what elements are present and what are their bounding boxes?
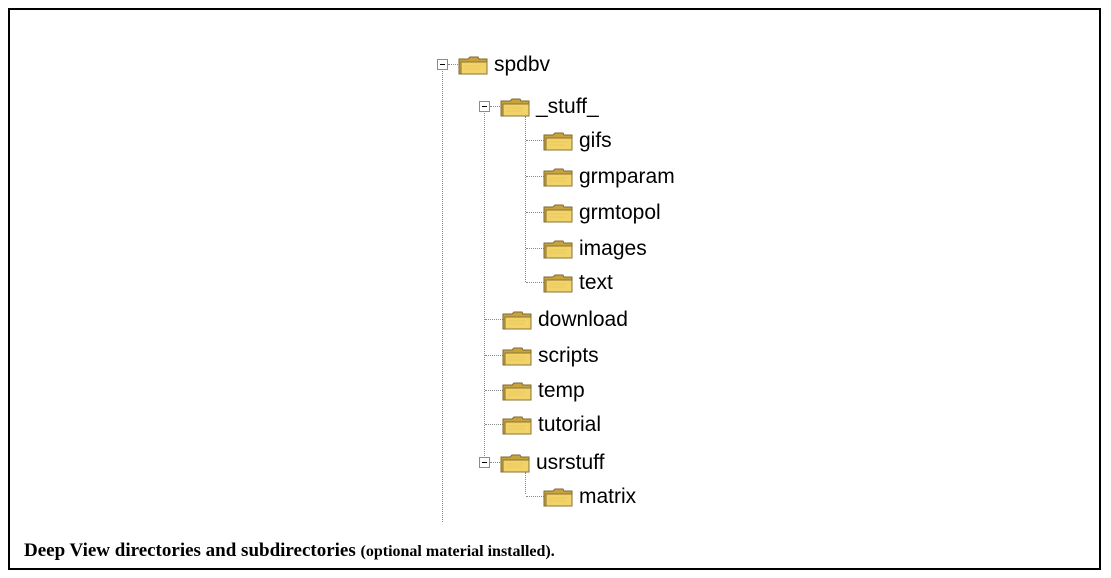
- tree-node-images[interactable]: images: [543, 238, 647, 260]
- folder-icon: [500, 454, 530, 473]
- folder-icon: [502, 347, 532, 366]
- tree-connector-h: [485, 319, 503, 320]
- tree-node-stuff[interactable]: _stuff_: [500, 96, 599, 118]
- tree-node-label: gifs: [579, 129, 612, 152]
- folder-icon: [502, 416, 532, 435]
- folder-icon: [543, 168, 573, 187]
- tree-connector-h: [526, 248, 544, 249]
- tree-node-grmparam[interactable]: grmparam: [543, 166, 675, 188]
- tree-connector-h: [485, 390, 503, 391]
- tree-node-label: grmtopol: [579, 201, 661, 224]
- tree-node-spdbv[interactable]: spdbv: [458, 54, 550, 76]
- tree-connector-h: [485, 355, 503, 356]
- tree-node-label: matrix: [579, 485, 637, 508]
- tree-node-label: spdbv: [494, 53, 551, 76]
- tree-connector-h: [526, 496, 544, 497]
- tree-connector-h: [526, 212, 544, 213]
- collapse-toggle-spdbv[interactable]: [437, 59, 448, 70]
- tree-node-tutorial[interactable]: tutorial: [502, 414, 601, 436]
- tree-node-matrix[interactable]: matrix: [543, 486, 636, 508]
- tree-connector-h: [526, 176, 544, 177]
- tree-node-label: text: [579, 271, 613, 294]
- folder-icon: [502, 311, 532, 330]
- tree-connector-root: [442, 66, 443, 522]
- folder-icon: [500, 98, 530, 117]
- directory-tree: spdbv _stuff_ gifs grmparam grmtopol ima…: [10, 10, 1103, 530]
- tree-node-label: download: [538, 308, 628, 331]
- tree-node-label: scripts: [538, 344, 599, 367]
- tree-connector-h: [526, 282, 544, 283]
- folder-icon: [543, 204, 573, 223]
- folder-icon: [543, 488, 573, 507]
- tree-node-grmtopol[interactable]: grmtopol: [543, 202, 661, 224]
- folder-icon: [543, 240, 573, 259]
- tree-node-label: _stuff_: [536, 95, 599, 118]
- tree-connector-level1: [484, 108, 485, 456]
- tree-node-label: temp: [538, 379, 585, 402]
- tree-connector-h: [526, 140, 544, 141]
- tree-connector-h: [490, 462, 500, 463]
- tree-node-temp[interactable]: temp: [502, 380, 585, 402]
- folder-icon: [458, 56, 488, 75]
- figure-frame: spdbv _stuff_ gifs grmparam grmtopol ima…: [8, 8, 1101, 570]
- folder-icon: [543, 274, 573, 293]
- tree-node-label: tutorial: [538, 413, 602, 436]
- tree-node-text[interactable]: text: [543, 272, 613, 294]
- caption-main-text: Deep View directories and subdirectories: [24, 540, 361, 561]
- tree-connector-usrstuff: [525, 472, 526, 494]
- tree-connector-h: [448, 64, 458, 65]
- folder-icon: [502, 382, 532, 401]
- caption-note-text: (optional material installed).: [360, 543, 555, 560]
- tree-connector-h: [485, 424, 503, 425]
- tree-node-label: usrstuff: [536, 451, 605, 474]
- tree-node-usrstuff[interactable]: usrstuff: [500, 452, 604, 474]
- collapse-toggle-stuff[interactable]: [479, 101, 490, 112]
- folder-icon: [543, 132, 573, 151]
- tree-node-download[interactable]: download: [502, 309, 628, 331]
- tree-node-label: images: [579, 237, 647, 260]
- collapse-toggle-usrstuff[interactable]: [479, 457, 490, 468]
- tree-node-gifs[interactable]: gifs: [543, 130, 612, 152]
- tree-connector-h: [490, 106, 500, 107]
- tree-node-label: grmparam: [579, 165, 675, 188]
- tree-connector-stuff: [525, 116, 526, 282]
- tree-node-scripts[interactable]: scripts: [502, 345, 599, 367]
- figure-caption: Deep View directories and subdirectories…: [24, 540, 555, 562]
